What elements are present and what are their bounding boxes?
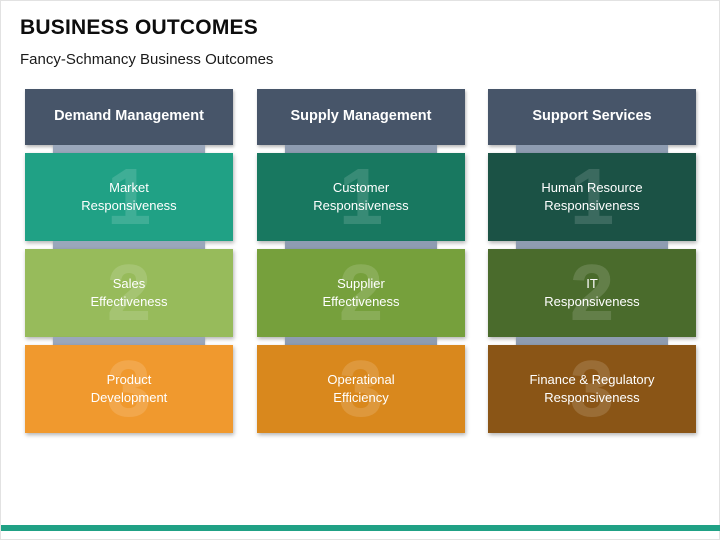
page-subtitle: Fancy-Schmancy Business Outcomes <box>20 51 274 68</box>
column-header-label-0: Demand Management <box>54 108 204 125</box>
card-label-line2-0-1: Responsiveness <box>81 198 177 213</box>
card-label-line2-0-3: Development <box>90 390 168 405</box>
card-label-line2-1-1: Responsiveness <box>313 198 409 213</box>
card-label-line1-2-2: IT <box>586 275 598 291</box>
card-label-line2-2-3: Responsiveness <box>544 390 640 405</box>
bottom-accent-bar <box>1 525 720 531</box>
card-label-line1-1-2: Supplier <box>337 275 385 291</box>
page-title: BUSINESS OUTCOMES <box>20 16 258 39</box>
card-label-line1-2-3: Finance & Regulatory <box>529 371 655 387</box>
column-header-label-1: Supply Management <box>290 108 432 125</box>
card-label-line1-0-2: Sales <box>112 275 146 291</box>
card-label-line2-0-2: Effectiveness <box>90 294 168 309</box>
column-header-2[interactable]: Support Services <box>488 89 696 145</box>
column-header-1[interactable]: Supply Management <box>257 89 465 145</box>
card-label-line2-2-1: Responsiveness <box>544 198 640 213</box>
card-label-line1-2-1: Human Resource <box>541 179 643 195</box>
column-header-label-2: Support Services <box>532 108 652 125</box>
card-label-line1-1-1: Customer <box>332 179 390 195</box>
card-label-line1-0-1: Market <box>109 179 149 195</box>
card-label-line2-1-3: Efficiency <box>333 390 389 405</box>
card-label-2-2: IT Responsiveness <box>536 275 647 312</box>
card-label-line2-2-2: Responsiveness <box>544 294 640 309</box>
card-label-line1-1-3: Operational <box>327 371 395 387</box>
card-label-line2-1-2: Effectiveness <box>322 294 400 309</box>
column-header-0[interactable]: Demand Management <box>25 89 233 145</box>
card-label-line1-0-3: Product <box>106 371 152 387</box>
